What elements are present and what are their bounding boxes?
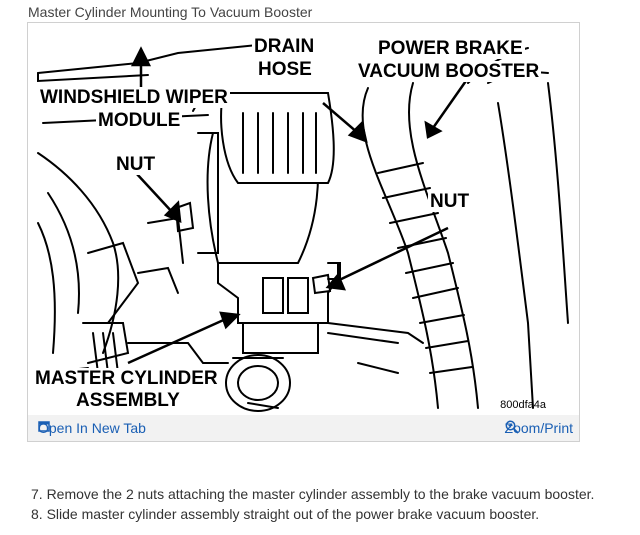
- label-module: MODULE: [96, 110, 183, 131]
- label-hose: HOSE: [256, 59, 314, 80]
- open-in-new-tab-link[interactable]: Open In New Tab: [38, 420, 146, 436]
- step-8: 8. Slide master cylinder assembly straig…: [31, 506, 540, 522]
- label-drain: DRAIN: [252, 36, 317, 57]
- label-vacuum-booster: VACUUM BOOSTER: [356, 61, 542, 82]
- label-master-cylinder: MASTER CYLINDER: [33, 368, 220, 389]
- zoom-icon: [505, 420, 519, 434]
- label-power-brake: POWER BRAKE: [376, 38, 525, 59]
- figure-footer: Open In New Tab Zoom/Print: [28, 415, 579, 441]
- open-in-new-tab-label: Open In New Tab: [38, 420, 146, 436]
- label-nut-right: NUT: [428, 191, 472, 212]
- label-assembly: ASSEMBLY: [74, 390, 182, 411]
- label-nut-left: NUT: [114, 154, 158, 175]
- zoom-print-link[interactable]: Zoom/Print: [505, 420, 573, 436]
- step-7: 7. Remove the 2 nuts attaching the maste…: [31, 486, 595, 502]
- figure-caption: Master Cylinder Mounting To Vacuum Boost…: [28, 4, 313, 20]
- diagram-figure: DRAIN HOSE POWER BRAKE VACUUM BOOSTER WI…: [27, 22, 580, 442]
- zoom-print-label: Zoom/Print: [504, 420, 573, 436]
- open-tab-icon: [38, 421, 50, 432]
- diagram-code: 800dfa4a: [500, 399, 546, 411]
- label-windshield-wiper: WINDSHIELD WIPER: [38, 87, 230, 108]
- instruction-steps: 7. Remove the 2 nuts attaching the maste…: [31, 484, 594, 524]
